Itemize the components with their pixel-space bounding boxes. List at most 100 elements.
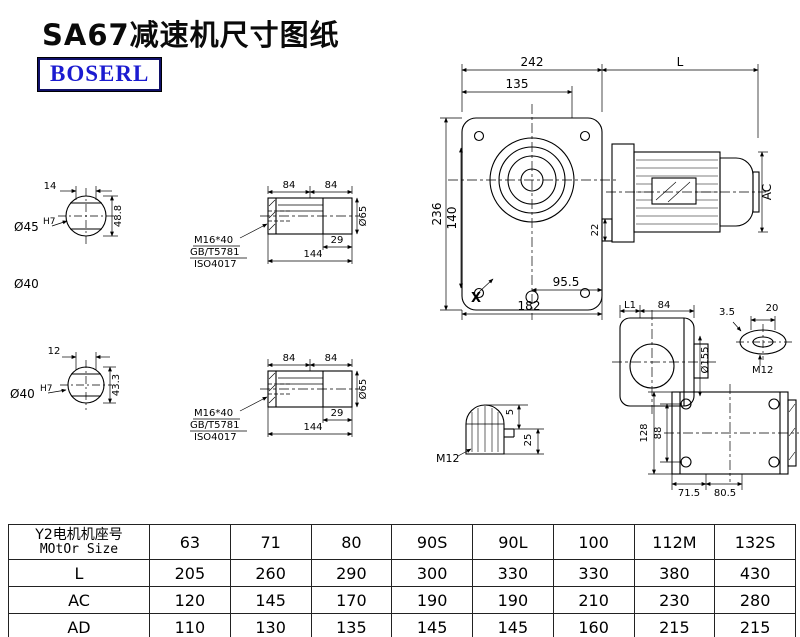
motor-size-label-cn: Y2电机机座号 (35, 526, 123, 543)
shaft-end-view-bottom: 12 Ø40 H7 43.3 (10, 346, 122, 410)
dim-84b-bottom: 84 (325, 353, 338, 364)
dia-65-top: Ø65 (357, 206, 369, 227)
dim-25: 25 (523, 434, 534, 447)
dim-5: 5 (505, 409, 516, 415)
value-cell: 430 (714, 559, 796, 587)
value-cell: 380 (633, 559, 716, 587)
dim-242: 242 (521, 55, 544, 69)
sup-h7-top: H7 (43, 217, 56, 227)
value-cell: 330 (552, 559, 635, 587)
value-cell: 300 (391, 559, 473, 587)
dim-144-bottom: 144 (303, 422, 322, 433)
size-cell: 63 (149, 524, 231, 560)
dim-14: 14 (44, 181, 57, 192)
value-cell: 230 (633, 586, 716, 614)
side-view: L1 84 3.5 20 Ø155 M12 (612, 300, 792, 414)
dia-155: Ø155 (699, 347, 711, 374)
value-cell: 330 (472, 559, 554, 587)
dim-84a-top: 84 (283, 180, 296, 191)
size-cell: 112M (633, 524, 716, 560)
value-cell: 120 (149, 586, 231, 614)
value-cell: 110 (149, 613, 231, 637)
size-cell: 100 (552, 524, 635, 560)
dim-84-side: 84 (658, 300, 671, 311)
table-row-AD: AD 110 130 135 145 145 160 215 215 (8, 613, 796, 637)
size-cell: 80 (310, 524, 393, 560)
value-cell: 145 (229, 586, 312, 614)
dim-3-5: 3.5 (719, 307, 735, 318)
motor-size-label-en: MOtOr Size (39, 541, 119, 557)
thread-note2-top: GB/T5781 (190, 247, 240, 258)
dim-140: 140 (445, 207, 459, 230)
label-dia40: Ø40 (14, 277, 39, 291)
size-cell: 90S (391, 524, 473, 560)
dim-L1: L1 (624, 300, 636, 311)
dim-88: 88 (653, 427, 664, 440)
row-label: AD (8, 613, 150, 637)
value-cell: 205 (149, 559, 231, 587)
table-row-L: L 205 260 290 300 330 330 380 430 (8, 559, 796, 587)
dim-84a-bottom: 84 (283, 353, 296, 364)
dim-48-8: 48.8 (113, 205, 124, 227)
page-title: SA67减速机尺寸图纸 (42, 18, 340, 52)
value-cell: 215 (633, 613, 716, 637)
dim-182: 182 (518, 299, 541, 313)
thread-note1-top: M16*40 (194, 235, 233, 246)
size-cell: 90L (472, 524, 554, 560)
front-view: 242 L 135 236 140 22 AC 95.5 182 X (430, 55, 774, 320)
label-dia40h7: Ø40 (10, 387, 35, 401)
dia-65-bottom: Ø65 (357, 379, 369, 400)
label-X: X (471, 291, 481, 306)
shaft-view-top: 84 84 29 144 Ø65 M16*40 GB/T5781 ISO4017 (190, 180, 369, 270)
dim-80-5: 80.5 (714, 488, 736, 499)
value-cell: 210 (552, 586, 635, 614)
sup-h7-bottom: H7 (40, 384, 53, 394)
dim-84b-top: 84 (325, 180, 338, 191)
thread-note1-bottom: M16*40 (194, 408, 233, 419)
label-m12-side: M12 (752, 365, 773, 376)
dim-AC: AC (760, 184, 774, 200)
dim-29-top: 29 (331, 235, 344, 246)
size-cell: 71 (229, 524, 312, 560)
size-table: Y2电机机座号 MOtOr Size 63 71 80 90S 90L 100 … (8, 524, 796, 637)
value-cell: 135 (310, 613, 393, 637)
value-cell: 190 (472, 586, 554, 614)
dim-43-3: 43.3 (111, 374, 122, 396)
brand-logo: BOSERL (38, 58, 162, 91)
motor-size-label: Y2电机机座号 MOtOr Size (8, 524, 150, 560)
label-m12-key: M12 (436, 452, 460, 465)
bottom-view: 128 88 71.5 80.5 (639, 384, 799, 499)
value-cell: 145 (472, 613, 554, 637)
shaft-end-view-top: 14 Ø45 H7 48.8 Ø40 (14, 181, 124, 291)
row-label: L (8, 559, 150, 587)
dim-L: L (677, 55, 684, 69)
thread-note2-bottom: GB/T5781 (190, 420, 240, 431)
table-header-row: Y2电机机座号 MOtOr Size 63 71 80 90S 90L 100 … (8, 524, 796, 560)
value-cell: 280 (714, 586, 796, 614)
dim-22: 22 (590, 224, 601, 237)
dim-135: 135 (506, 77, 529, 91)
label-dia45: Ø45 (14, 220, 39, 234)
dim-144-top: 144 (303, 249, 322, 260)
value-cell: 260 (229, 559, 312, 587)
dim-20: 20 (766, 303, 779, 314)
size-cell: 132S (714, 524, 796, 560)
dim-12: 12 (48, 346, 61, 357)
value-cell: 130 (229, 613, 312, 637)
dim-236: 236 (430, 203, 444, 226)
dim-29-bottom: 29 (331, 408, 344, 419)
drawing-canvas: 242 L 135 236 140 22 AC 95.5 182 X (10, 55, 799, 499)
dim-128: 128 (639, 423, 650, 442)
value-cell: 215 (714, 613, 796, 637)
value-cell: 145 (391, 613, 473, 637)
key-view: 5 25 M12 (436, 404, 544, 465)
dim-95-5: 95.5 (553, 275, 580, 289)
value-cell: 170 (310, 586, 393, 614)
value-cell: 290 (310, 559, 393, 587)
dim-71-5: 71.5 (678, 488, 700, 499)
value-cell: 190 (391, 586, 473, 614)
value-cell: 160 (552, 613, 635, 637)
row-label: AC (8, 586, 150, 614)
thread-note3-top: ISO4017 (194, 259, 237, 270)
